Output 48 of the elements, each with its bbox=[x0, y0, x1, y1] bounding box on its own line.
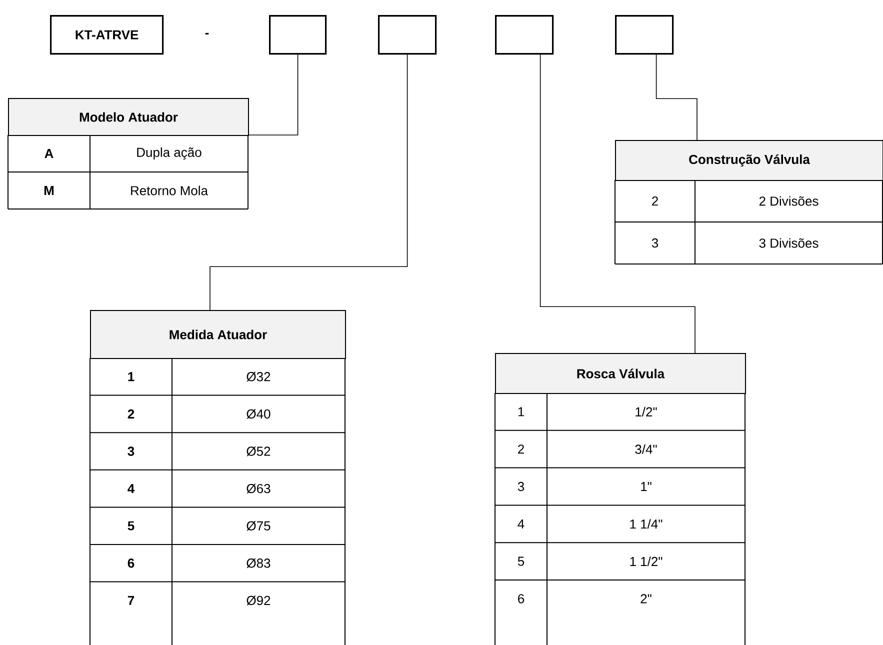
code-box bbox=[615, 15, 674, 55]
leader-line bbox=[656, 54, 698, 140]
table-cell: 3/4" bbox=[635, 444, 657, 454]
table-header: Modelo Atuador bbox=[8, 98, 249, 136]
leader-line bbox=[248, 54, 298, 136]
table-cell: 2 bbox=[128, 409, 134, 418]
table-cell: A bbox=[44, 149, 54, 158]
table-cell: 6 bbox=[518, 594, 524, 604]
table-cell: 3 bbox=[518, 482, 524, 492]
table-cell: 2 Divisões bbox=[759, 196, 818, 206]
table-cell: 5 bbox=[518, 556, 524, 566]
code-box: KT-ATRVE bbox=[50, 15, 164, 55]
table-cell: Retorno Mola bbox=[131, 186, 208, 196]
table-header: Medida Atuador bbox=[90, 310, 346, 359]
table-cell: Dupla ação bbox=[137, 147, 202, 160]
table-cell: 2 bbox=[652, 196, 658, 206]
table-cell: 1 1/4" bbox=[630, 519, 662, 529]
table-cell: 3 Divisões bbox=[759, 238, 818, 248]
table-cell: 1/2" bbox=[636, 406, 657, 416]
code-box bbox=[269, 15, 327, 55]
table-cell: 7 bbox=[128, 596, 134, 605]
table-cell: 1 1/2" bbox=[630, 556, 662, 566]
table-cell: 2 bbox=[518, 444, 524, 454]
table-cell: Ø63 bbox=[246, 484, 270, 494]
table-cell: 1 bbox=[128, 372, 134, 382]
table-cell: 6 bbox=[128, 558, 134, 568]
table-cell: 4 bbox=[128, 484, 135, 494]
leader-line bbox=[540, 54, 696, 354]
table-cell: Ø83 bbox=[246, 558, 270, 568]
table-cell: 1" bbox=[641, 482, 652, 491]
code-box bbox=[378, 15, 437, 55]
table-cell: Ø52 bbox=[246, 446, 270, 456]
table-cell: 3 bbox=[652, 238, 658, 248]
table-cell: Ø40 bbox=[246, 409, 270, 419]
table-cell: M bbox=[44, 186, 54, 195]
code-box bbox=[495, 15, 554, 55]
table-cell: 5 bbox=[128, 521, 134, 530]
table-cell: Ø32 bbox=[246, 372, 270, 382]
table-cell: 3 bbox=[128, 446, 134, 456]
table-cell: 2" bbox=[640, 594, 652, 604]
table-cell: Ø75 bbox=[246, 521, 270, 531]
table-cell: 4 bbox=[518, 519, 524, 528]
table-cell: 1 bbox=[518, 407, 524, 416]
separator-text: - bbox=[205, 32, 209, 34]
table-header: Rosca Válvula bbox=[495, 353, 746, 394]
leader-line bbox=[210, 54, 408, 310]
table-cell: Ø92 bbox=[246, 596, 270, 606]
table-header: Construção Válvula bbox=[615, 140, 883, 181]
